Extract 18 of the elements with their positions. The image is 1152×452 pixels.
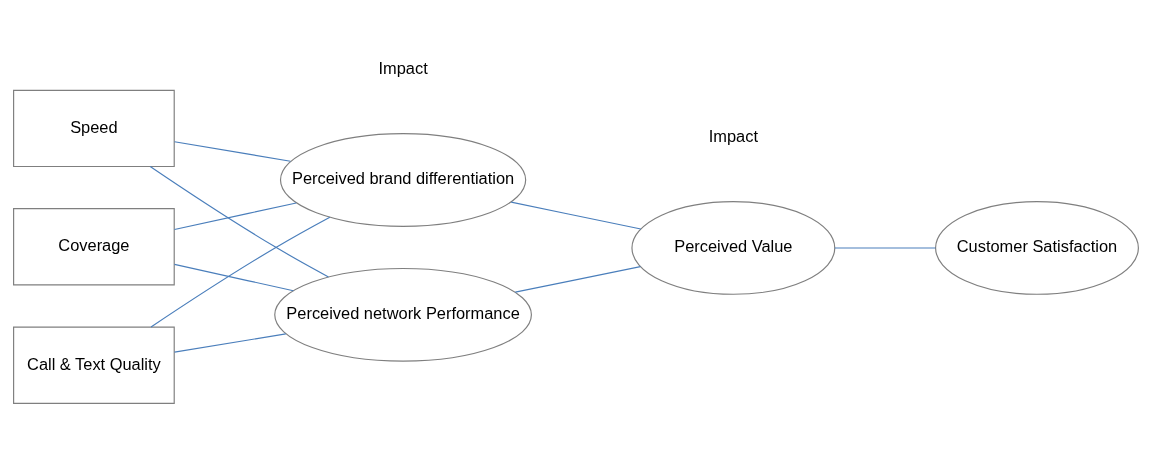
- connector: [173, 333, 287, 353]
- node-box: Speed: [13, 89, 175, 168]
- connector: [173, 263, 294, 292]
- node-box: Coverage: [13, 208, 175, 286]
- label: Impact: [708, 127, 758, 146]
- node-ellipse: Perceived brand differentiation: [279, 133, 527, 227]
- node-box: Call & Text Quality: [13, 326, 175, 404]
- connector: [514, 266, 641, 293]
- node-ellipse: Perceived network Performance: [274, 267, 532, 362]
- connector: [150, 216, 331, 328]
- connector: [149, 165, 330, 278]
- connector: [834, 247, 936, 249]
- connector: [173, 141, 292, 162]
- connector: [173, 202, 297, 231]
- connector: [510, 201, 642, 230]
- label: Impact: [378, 59, 428, 78]
- node-ellipse: Customer Satisfaction: [935, 201, 1139, 295]
- node-ellipse: Perceived Value: [631, 201, 836, 295]
